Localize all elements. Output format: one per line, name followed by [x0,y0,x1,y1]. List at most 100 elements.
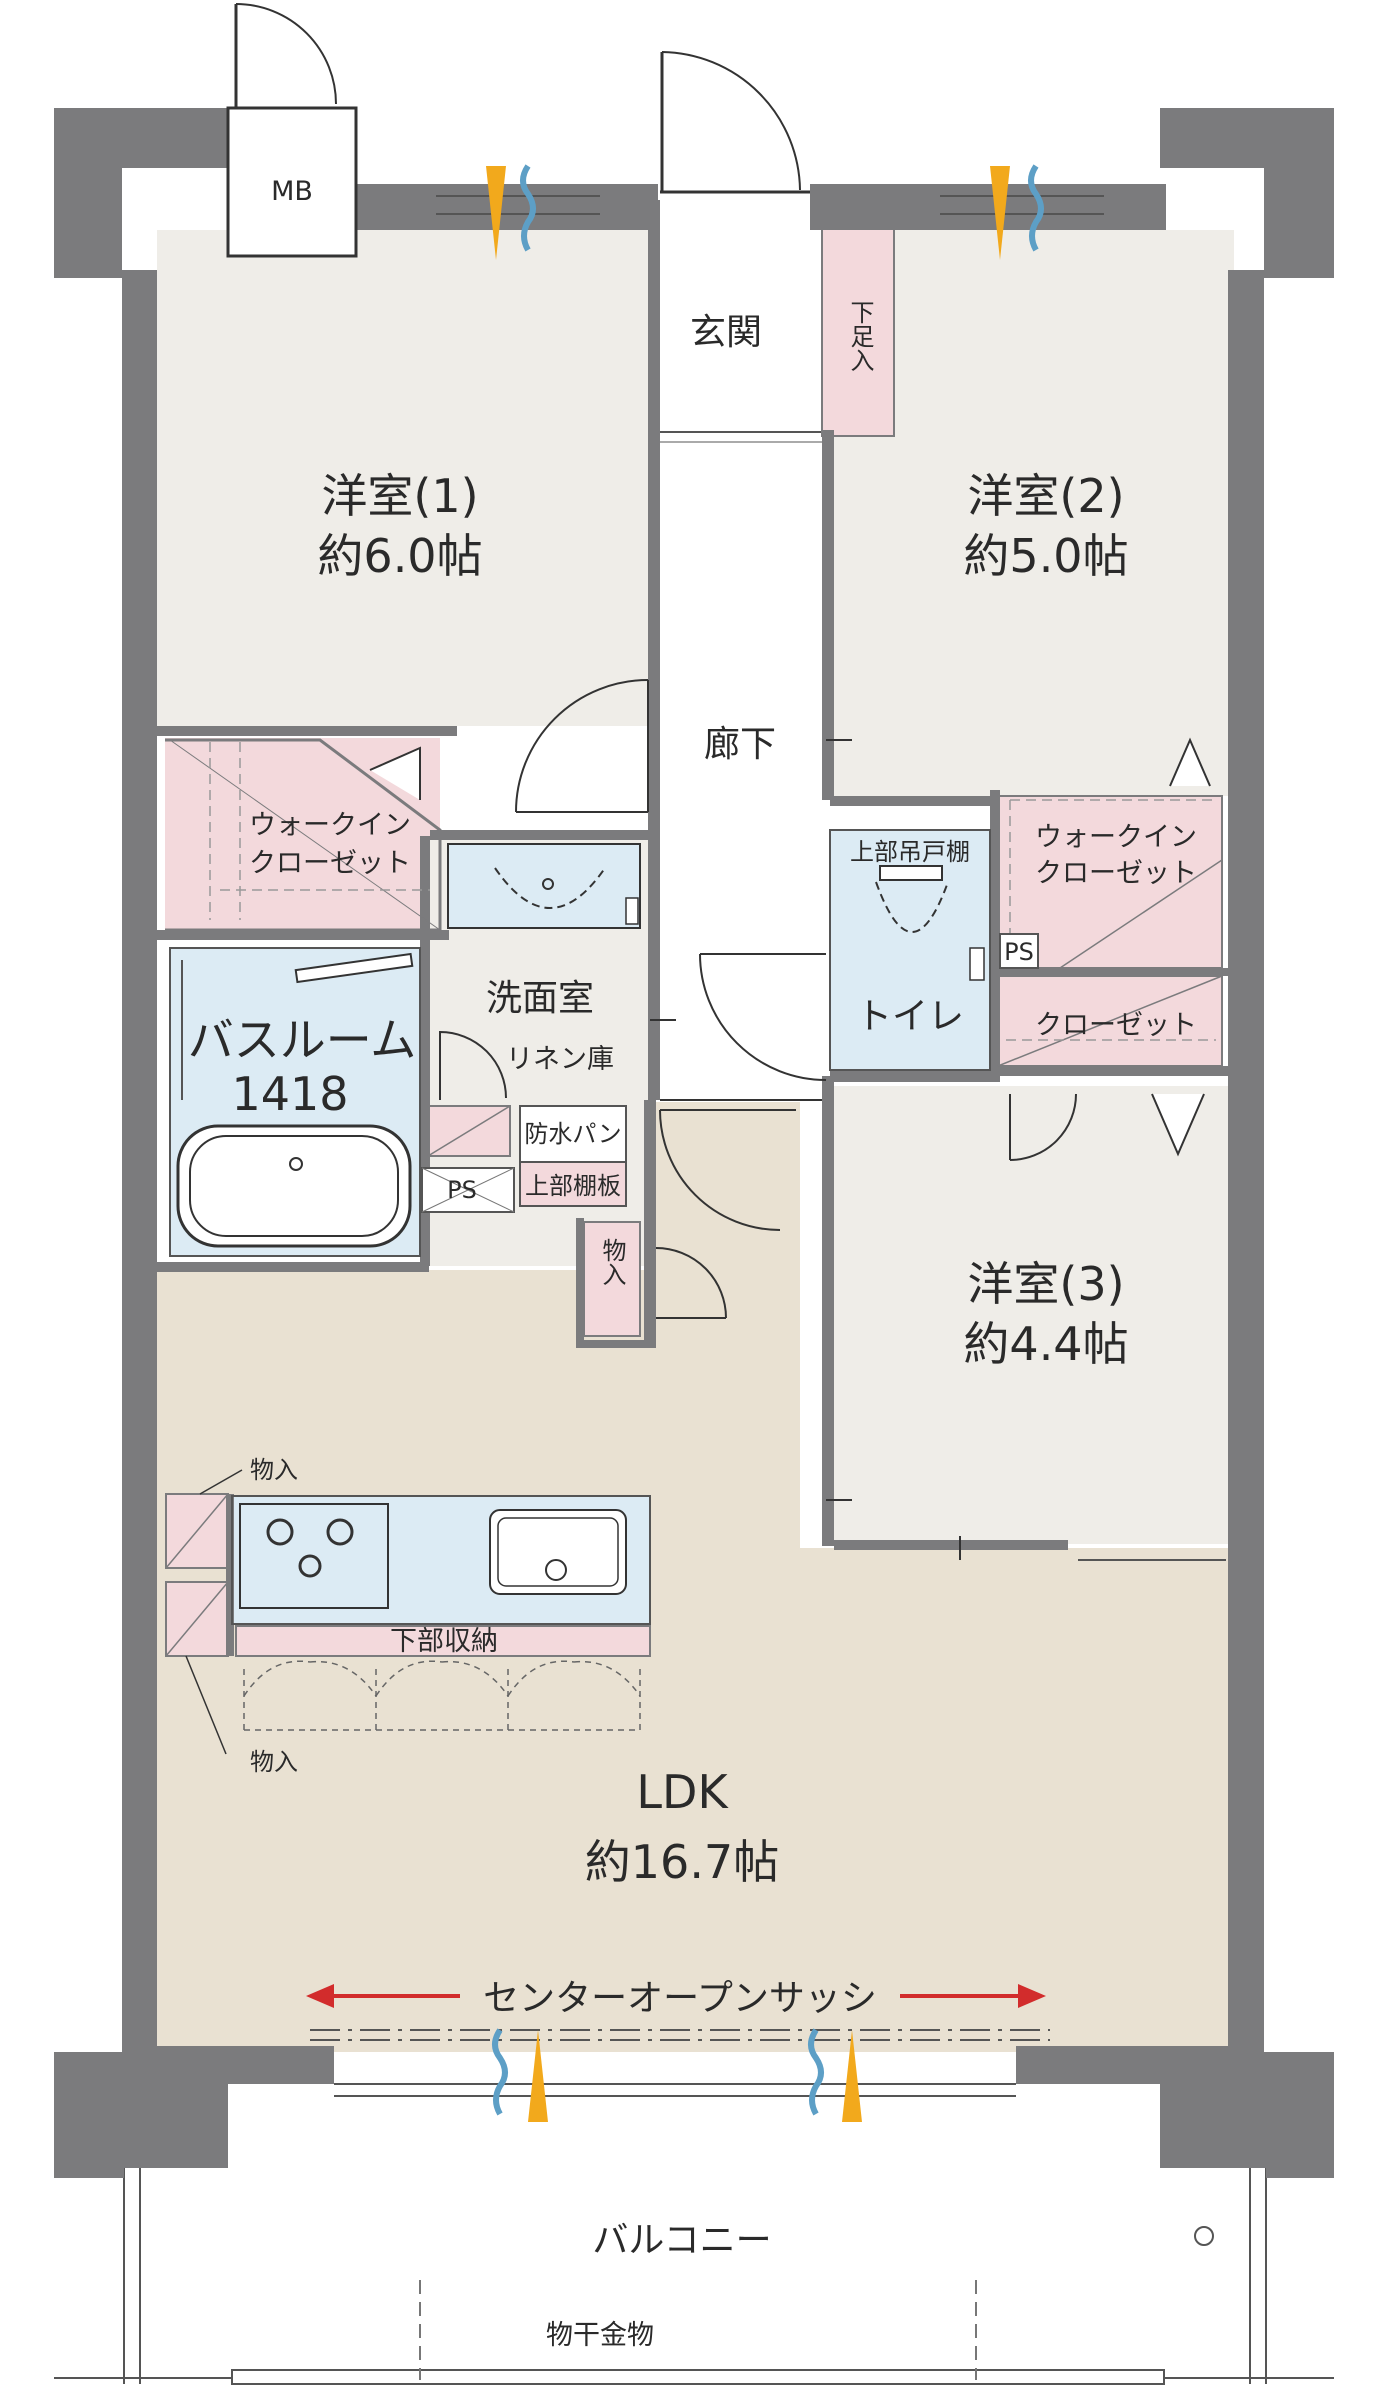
wall-closet-bottom [998,1066,1230,1076]
wall-left [122,270,157,2060]
kstorage-bottom-label: 物入 [250,1748,298,1776]
wic2-label-1: ウォークイン [1035,822,1197,853]
closet-label: クローゼット [1035,1010,1197,1041]
getabako-floor [822,228,894,436]
wic1-label-1: ウォークイン [249,810,411,841]
room3-name: 洋室(3) [967,1257,1124,1311]
genkan-floor [660,200,810,432]
vent-icons-top [486,164,1044,260]
pan-floor [520,1106,626,1162]
arrow-right-icon [1018,1984,1046,2008]
storage-hall-label: 物入 [598,1238,626,1286]
wall-bottom-ldk [157,2046,334,2056]
entrance-door-swing [661,51,801,191]
walls [54,108,1334,2168]
room3-floor [832,1086,1234,1544]
wall-storage-hall-bottom [576,1340,656,1348]
balcony-label: バルコニー [592,2220,771,2261]
wall-storage-hall-left [576,1218,584,1348]
corridor-doors [659,739,852,1231]
ldk-name: LDK [636,1765,729,1819]
burner-icon [298,1554,322,1578]
arrow-left-icon [306,1984,334,2008]
entrance: 玄関 下足入 [660,51,895,443]
waterproof-pan-label: 防水パン [524,1120,621,1148]
wall-wash-left [420,836,430,1266]
sun-ray-icon [842,2030,862,2122]
sun-ray-icon [990,166,1010,260]
wall-room1-bottom [157,726,457,736]
column-bottom-right [1016,2052,1334,2168]
room3-size: 約4.4帖 [963,1317,1128,1371]
storage-hall-floor [584,1222,640,1336]
wall-wic1-bottom [157,930,449,940]
balcony: バルコニー 物干金物 [54,2168,1334,2385]
kstorage-top-label: 物入 [250,1456,298,1484]
windows-top [436,195,1104,215]
sun-ray-icon [486,166,506,260]
wic1: ウォークイン クローゼット [165,738,442,932]
bath-size: 1418 [231,1067,348,1121]
upper-shelf-label: 上部棚板 [525,1172,621,1200]
burner-icon [326,1518,354,1546]
wall-bottom-ldk-right [1016,2046,1230,2056]
toilet-label: トイレ [856,996,964,1037]
wic2: ウォークイン クローゼット PS [997,737,1223,969]
shelf-floor [520,1162,626,1206]
linen-label: リネン庫 [506,1044,614,1075]
room2-name: 洋室(2) [967,469,1124,523]
hall-storage: 物入 [583,1221,727,1337]
ldk-size: 約16.7帖 [585,1835,779,1889]
room1-door [515,679,649,813]
wall-bath-bottom [157,1262,429,1272]
toilet: 上部吊戸棚 トイレ [829,829,991,1071]
meter-box: MB [226,3,358,258]
getabako-label: 下足入 [846,300,874,372]
wall-storage-hall-right [644,1100,656,1348]
bath-name: バスルーム [188,1013,417,1067]
wic2-label-2: クローゼット [1035,858,1197,889]
wall-top-room2 [810,184,1166,230]
mb-label: MB [271,176,313,207]
wall-corridor-right [822,430,834,800]
column-top-left [54,108,228,278]
wall-room3-left [822,1076,834,1546]
upper-cabinet-label: 上部吊戸棚 [850,838,970,866]
wind-icon [520,164,536,252]
room2-size: 約5.0帖 [963,529,1128,583]
sun-ray-icon [528,2030,548,2122]
washroom: 洗面室 リネン庫 防水パン 上部棚板 PS [421,843,676,1213]
room2-floor [832,230,1234,796]
room1-size: 約6.0帖 [317,529,482,583]
under-storage-floor [236,1626,650,1656]
room1-floor [157,230,652,726]
wind-icon [1028,164,1044,252]
ps-wic-label: PS [1004,938,1034,966]
wall-toilet-right [990,790,1000,1082]
wall-room3-bottom [834,1540,1068,1550]
ps-wash-label: PS [447,1176,477,1204]
wind-icon [492,2028,508,2116]
burner-icon [266,1518,294,1546]
corridor-label: 廊下 [704,724,776,765]
floors [157,200,1234,2052]
ldk-floor [157,1102,1230,2052]
washroom-label: 洗面室 [486,978,594,1019]
kitchen: 下部収納 物入 物入 [165,1456,651,1776]
wall-toilet-bottom [830,1070,1000,1082]
genkan-label: 玄関 [690,312,762,353]
center-sash-label: センターオープンサッシ [483,1978,877,2019]
drying-hardware-label: 物干金物 [546,2320,654,2351]
wall-room2-bottom [830,796,1000,806]
wall-kitchen-storage [226,1494,234,1656]
wic1-label-2: クローゼット [249,848,411,879]
cabinet-door-swings [243,1660,641,1731]
wind-icon [808,2028,824,2116]
wall-wic2-bottom [998,968,1230,976]
wall-right [1228,270,1264,2060]
wall-corridor-left [648,200,660,1100]
bathroom: バスルーム 1418 [169,947,421,1257]
under-storage-label: 下部収納 [390,1626,498,1657]
closet: クローゼット [997,975,1223,1067]
